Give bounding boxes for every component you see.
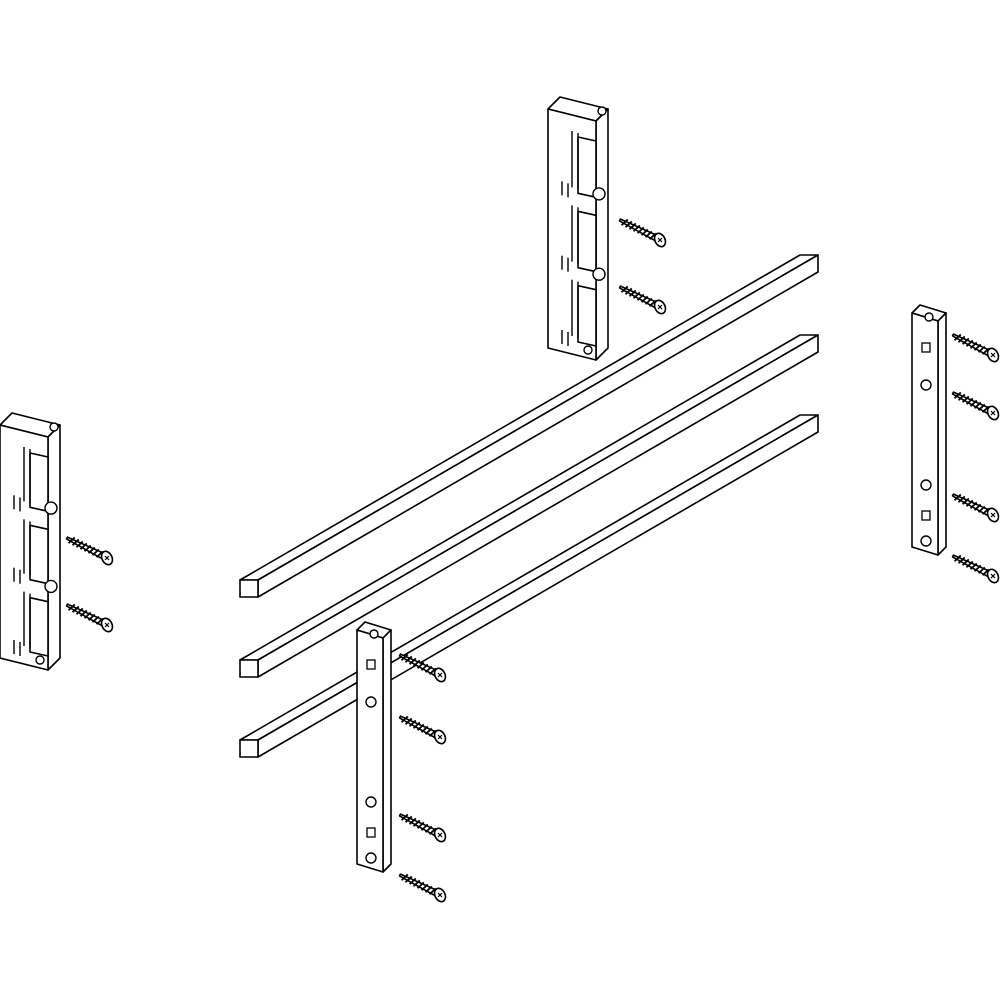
screw-icon — [951, 333, 1000, 363]
busbar-icon — [239, 334, 819, 678]
busbar-icon — [239, 254, 819, 598]
screw-icon — [65, 603, 114, 633]
screw-icon — [398, 813, 447, 843]
busbar-icon — [239, 414, 819, 758]
screw-icon — [618, 285, 667, 315]
screw-icon — [951, 493, 1000, 523]
screw-icon — [65, 536, 114, 566]
screw-icon — [398, 715, 447, 745]
connector-strip-icon — [911, 304, 947, 556]
screw-icon — [618, 218, 667, 248]
screw-icon — [398, 873, 447, 903]
busbar-holder-icon — [547, 96, 609, 361]
connector-strip-icon — [356, 621, 392, 873]
screw-icon — [951, 554, 1000, 584]
screw-icon — [398, 653, 447, 683]
busbar-holder-icon — [0, 412, 61, 671]
screw-icon — [951, 391, 1000, 421]
